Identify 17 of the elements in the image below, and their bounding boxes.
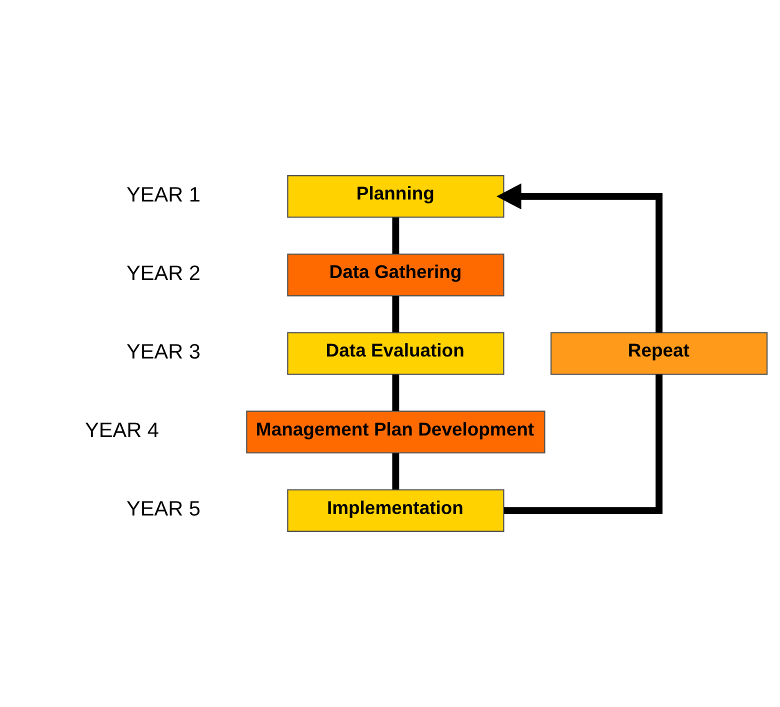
label: YEAR 2 xyxy=(126,262,200,286)
connector xyxy=(392,453,399,490)
label: YEAR 1 xyxy=(126,183,200,206)
connector xyxy=(392,374,399,411)
node-box: Management Plan Development xyxy=(246,410,545,454)
node-box: Planning xyxy=(286,175,504,218)
label: YEAR 5 xyxy=(126,498,200,521)
node-box: Implementation xyxy=(286,489,504,532)
arrow xyxy=(496,183,662,333)
label: YEAR 4 xyxy=(84,419,158,442)
node-box: Data Gathering xyxy=(286,254,504,296)
label: YEAR 3 xyxy=(126,340,200,364)
connector xyxy=(392,217,399,254)
connector xyxy=(392,296,399,332)
connector xyxy=(503,374,662,514)
node-box: Repeat xyxy=(550,332,768,375)
node-box: Data Evaluation xyxy=(286,332,504,375)
